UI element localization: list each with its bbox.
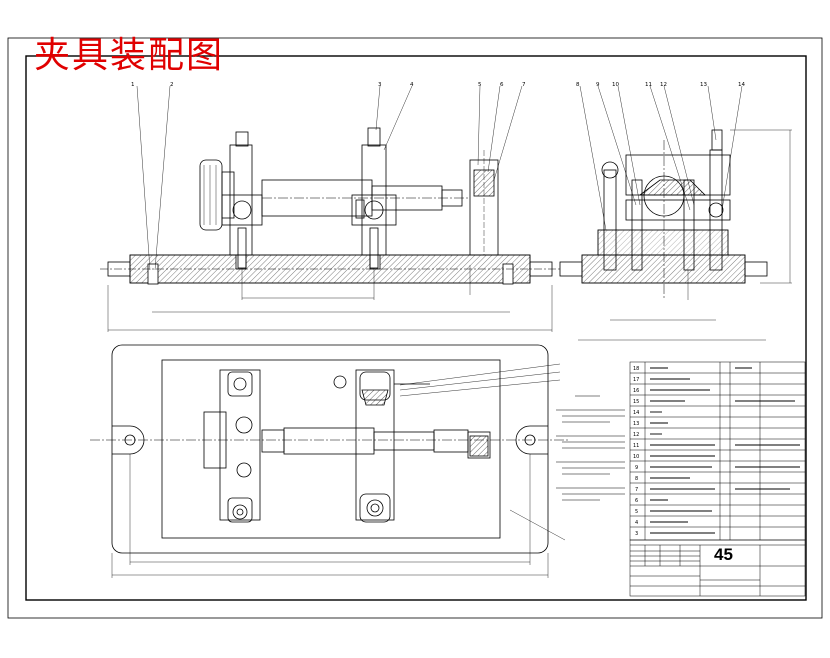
svg-text:14: 14 bbox=[633, 410, 639, 416]
title-block bbox=[629, 539, 806, 597]
svg-text:12: 12 bbox=[660, 82, 667, 88]
svg-text:7: 7 bbox=[522, 82, 526, 88]
svg-text:5: 5 bbox=[478, 82, 482, 88]
technical-notes bbox=[556, 395, 625, 501]
svg-text:6: 6 bbox=[500, 82, 504, 88]
svg-text:5: 5 bbox=[635, 509, 638, 515]
svg-text:1: 1 bbox=[131, 82, 135, 88]
side-view bbox=[559, 85, 792, 341]
svg-text:6: 6 bbox=[635, 498, 638, 504]
svg-text:17: 17 bbox=[633, 377, 639, 383]
svg-text:2: 2 bbox=[170, 82, 174, 88]
svg-text:4: 4 bbox=[410, 82, 414, 88]
material-number: 45 bbox=[714, 545, 733, 564]
parts-list: 18 17 16 15 14 13 12 11 10 9 8 7 6 5 4 3 bbox=[629, 361, 806, 541]
svg-text:15: 15 bbox=[633, 399, 639, 405]
svg-text:4: 4 bbox=[635, 520, 638, 526]
part-balloons-top: 1 2 3 4 5 6 7 8 9 10 11 12 13 14 bbox=[131, 82, 745, 88]
svg-text:16: 16 bbox=[633, 388, 639, 394]
svg-text:3: 3 bbox=[635, 531, 638, 537]
svg-text:14: 14 bbox=[738, 82, 745, 88]
svg-text:9: 9 bbox=[635, 465, 638, 471]
svg-text:3: 3 bbox=[378, 82, 382, 88]
inner-frame bbox=[25, 55, 807, 601]
outer-frame bbox=[7, 37, 823, 619]
svg-text:8: 8 bbox=[635, 476, 638, 482]
svg-text:10: 10 bbox=[633, 454, 639, 460]
svg-text:11: 11 bbox=[633, 443, 639, 449]
svg-text:10: 10 bbox=[612, 82, 619, 88]
svg-text:13: 13 bbox=[633, 421, 639, 427]
svg-text:18: 18 bbox=[633, 366, 639, 372]
svg-text:9: 9 bbox=[596, 82, 600, 88]
svg-text:12: 12 bbox=[633, 432, 639, 438]
front-view bbox=[100, 85, 560, 332]
svg-text:13: 13 bbox=[700, 82, 707, 88]
svg-text:8: 8 bbox=[576, 82, 580, 88]
svg-text:11: 11 bbox=[645, 82, 652, 88]
svg-text:7: 7 bbox=[635, 487, 638, 493]
top-view bbox=[90, 344, 570, 578]
drawing-title: 夹具装配图 bbox=[34, 35, 225, 76]
